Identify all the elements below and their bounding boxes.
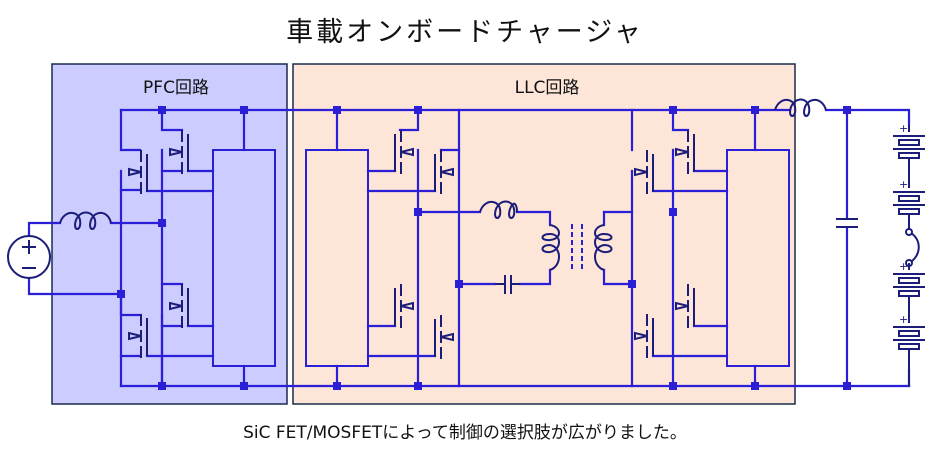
diagram-title: 車載オンボードチャージャ <box>286 17 644 48</box>
junction-node <box>751 382 759 390</box>
junction-node <box>414 106 422 114</box>
battery-cell: + <box>893 260 925 323</box>
llc-primary-controller <box>305 149 369 367</box>
junction-node <box>669 106 677 114</box>
output-inductor <box>774 98 827 117</box>
svg-text:+: + <box>899 122 908 135</box>
mosfet-icon <box>394 284 414 328</box>
mosfet-icon <box>128 150 148 194</box>
battery-stack: + + + + <box>893 122 925 386</box>
mosfet-icon <box>169 130 189 174</box>
junction-node <box>240 382 248 390</box>
source-bottom-wire <box>27 276 123 296</box>
source-top-wire <box>27 221 62 238</box>
junction-node <box>117 290 125 298</box>
junction-node <box>158 219 166 227</box>
mosfet-icon <box>434 150 454 194</box>
junction-node <box>414 208 422 216</box>
mosfet-icon <box>128 314 148 358</box>
mosfet-icon <box>169 284 189 328</box>
voltage-source <box>7 235 51 279</box>
battery-cell: + <box>893 122 925 188</box>
llc-secondary-controller <box>726 149 790 367</box>
diagram-caption: SiC FET/MOSFETによって制御の選択肢が広がりました。 <box>243 423 687 443</box>
junction-node <box>628 280 636 288</box>
junction-node <box>843 382 851 390</box>
mosfet-icon <box>434 315 454 359</box>
transformer-secondary <box>594 224 613 271</box>
resonant-inductor <box>479 200 518 219</box>
junction-node <box>158 382 166 390</box>
mosfet-icon <box>675 130 695 174</box>
llc-label: LLC回路 <box>515 78 580 98</box>
mosfet-icon <box>634 150 654 194</box>
resonant-capacitor <box>495 275 520 294</box>
junction-node <box>414 382 422 390</box>
pfc-inductor <box>59 211 112 230</box>
pfc-block <box>51 63 288 405</box>
output-capacitor <box>836 218 858 228</box>
pfc-controller <box>212 149 276 367</box>
junction-node <box>333 382 341 390</box>
mosfet-icon <box>394 130 414 174</box>
fuse-icon <box>908 231 920 264</box>
pfc-label: PFC回路 <box>143 78 209 98</box>
mosfet-icon <box>675 284 695 328</box>
junction-node <box>158 106 166 114</box>
svg-text:+: + <box>899 178 908 191</box>
svg-text:+: + <box>899 260 908 273</box>
junction-node <box>843 106 851 114</box>
junction-node <box>240 106 248 114</box>
junction-node <box>669 208 677 216</box>
mosfet-icon <box>634 314 654 358</box>
junction-node <box>669 382 677 390</box>
battery-cell: + <box>893 313 925 386</box>
junction-node <box>333 106 341 114</box>
output-top-rail <box>824 108 911 127</box>
junction-node <box>455 280 463 288</box>
transformer-primary <box>541 224 560 271</box>
junction-node <box>751 106 759 114</box>
svg-text:+: + <box>899 313 908 326</box>
